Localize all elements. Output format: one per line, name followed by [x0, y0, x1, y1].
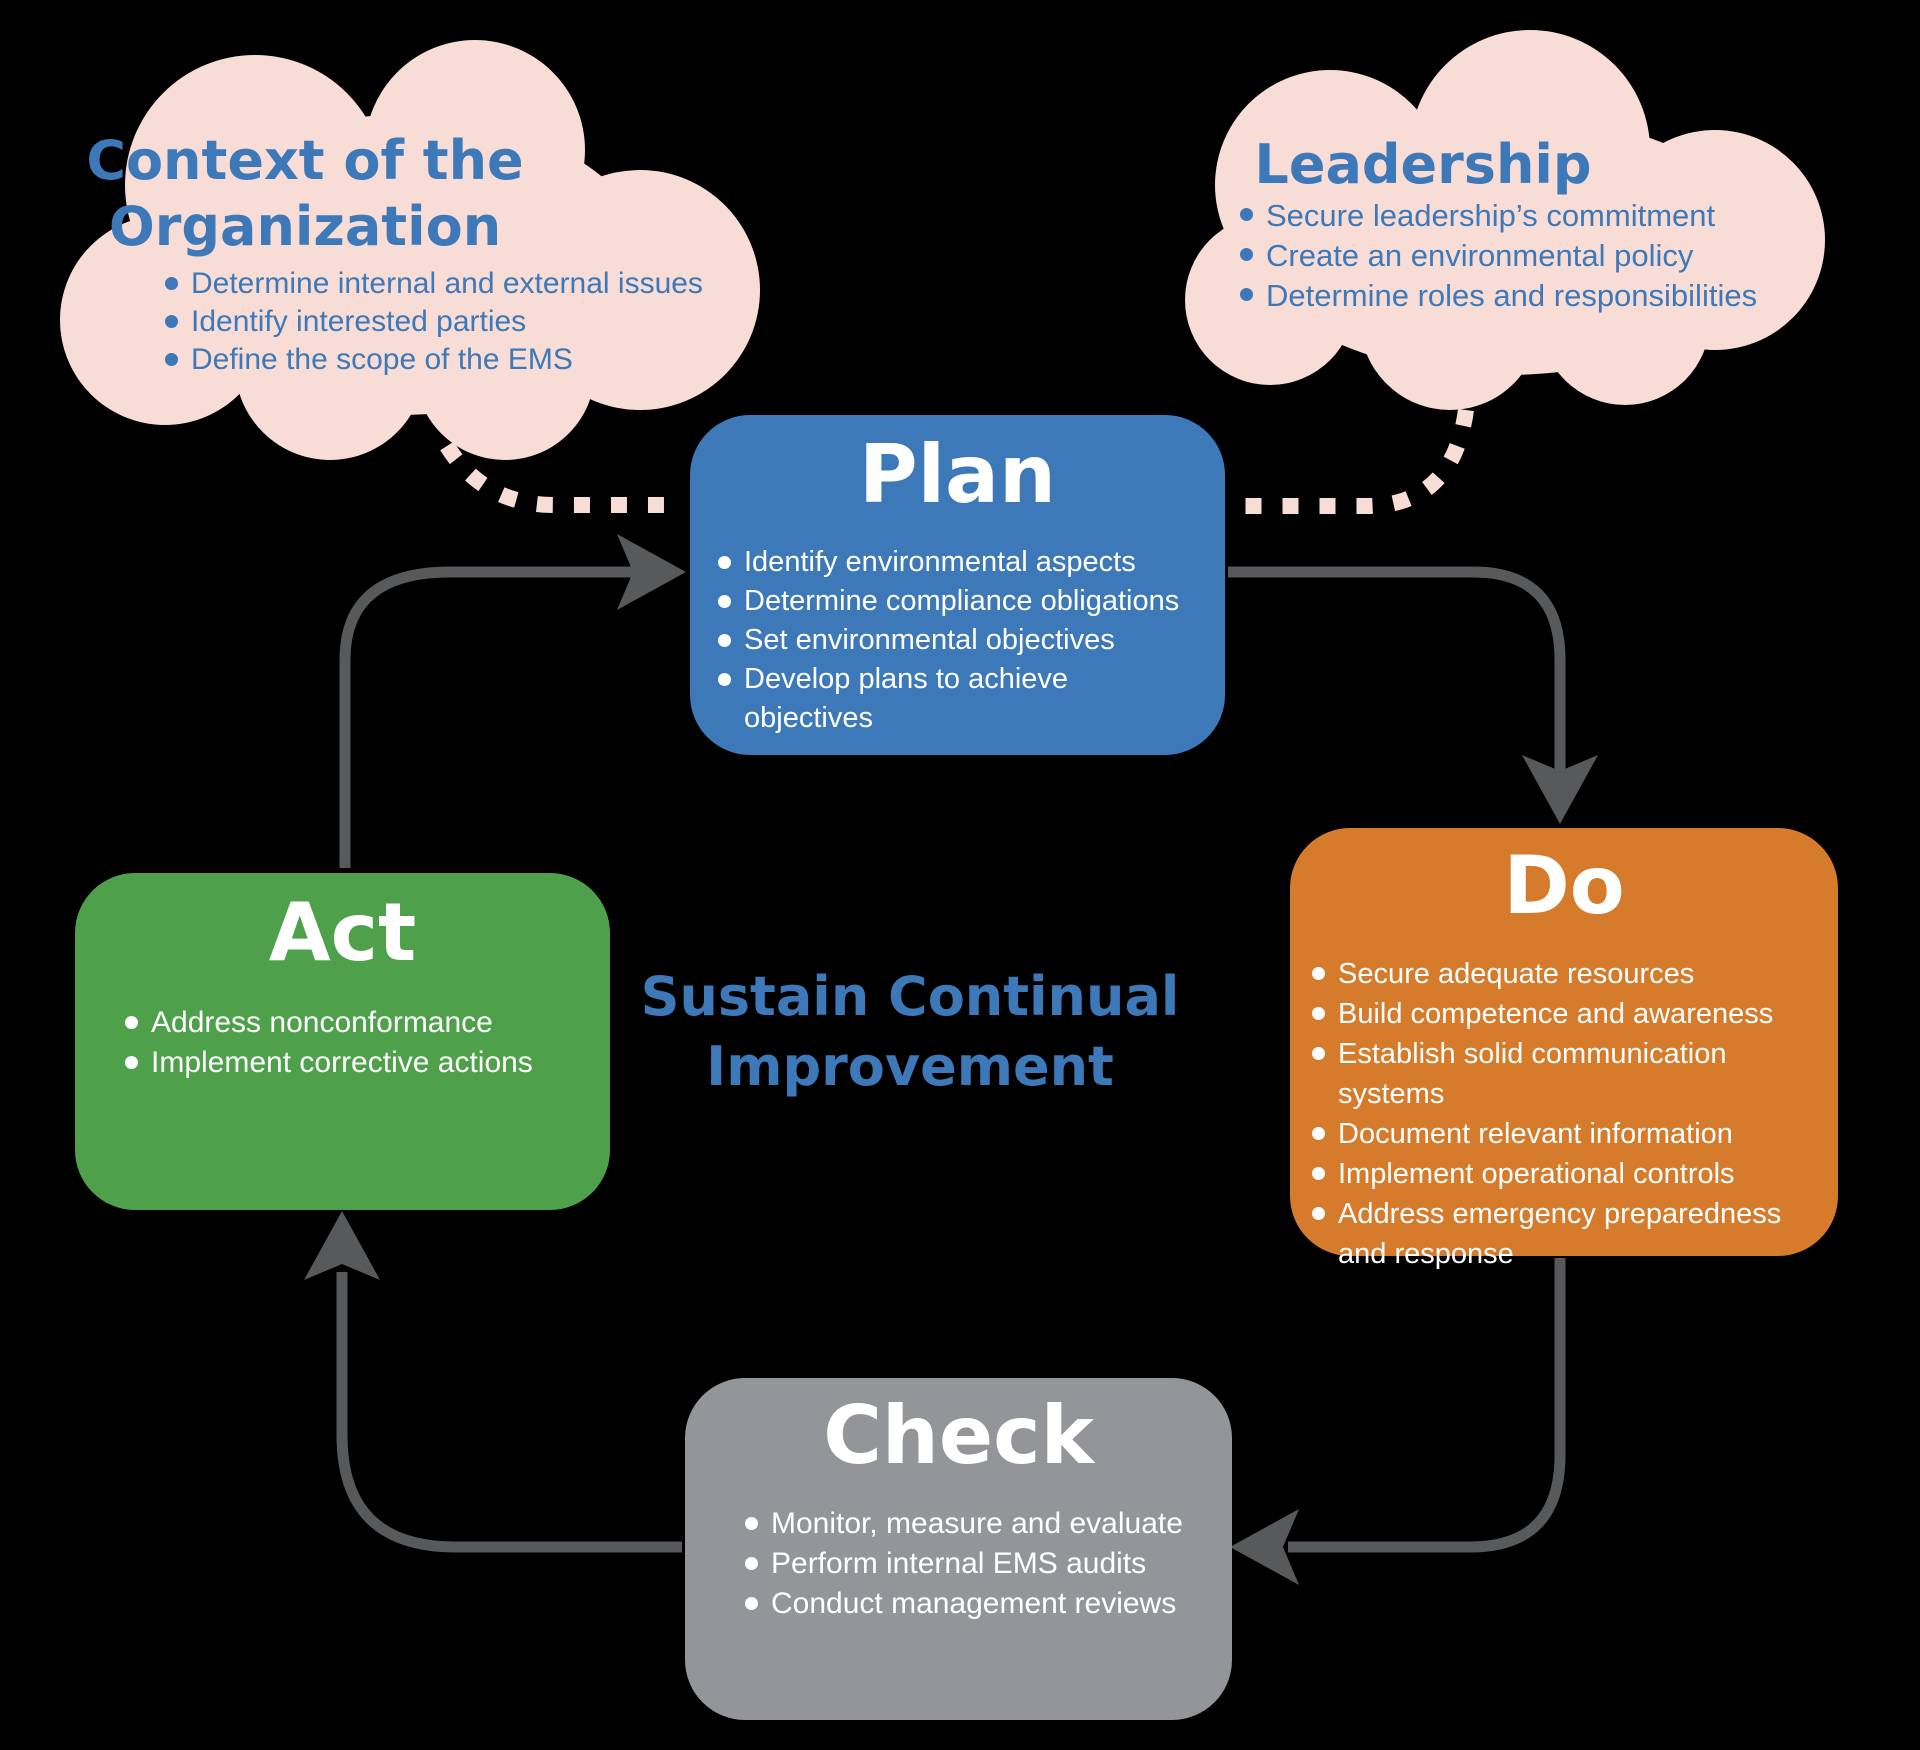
list-item: Create an environmental policy	[1240, 236, 1840, 276]
bullet-dot	[1312, 1207, 1325, 1220]
bullet-dot	[718, 556, 731, 569]
list-item: Build competence and awareness	[1312, 994, 1824, 1034]
bullet-text: Determine internal and external issues	[191, 267, 703, 300]
bullet-dot	[1312, 1127, 1325, 1140]
arrow-plan-to-do-line	[1228, 566, 1566, 778]
list-item: Identify interested parties	[165, 303, 725, 341]
list-item: Secure leadership’s commitment	[1240, 196, 1840, 236]
arrowhead-do-to-check	[1230, 1509, 1299, 1585]
bullet-dot	[1240, 288, 1253, 301]
bullet-text: Secure adequate resources	[1338, 958, 1695, 990]
center-label-line1: Sustain Continual	[640, 965, 1180, 1028]
connector-leadership-to-plan	[1232, 408, 1474, 514]
context-title-line1: Context of the	[86, 129, 524, 192]
list-item: Develop plans to achieve objectives	[718, 660, 1205, 738]
bullet-dot	[718, 595, 731, 608]
bullet-dot	[1312, 967, 1325, 980]
list-item: Secure adequate resources	[1312, 954, 1824, 994]
cycle-arrowheads	[304, 534, 1598, 1585]
cycle-arrows	[336, 566, 1566, 1553]
bullet-dot	[718, 673, 731, 686]
bullet-dot	[745, 1517, 758, 1530]
bullet-text: Implement operational controls	[1338, 1158, 1735, 1190]
bullet-text: Develop plans to achieve objectives	[744, 663, 1069, 734]
context-cloud-bullets: Determine internal and external issues I…	[165, 265, 725, 379]
bullet-dot	[125, 1056, 138, 1069]
bullet-dot	[1240, 208, 1253, 221]
center-label: Sustain Continual Improvement	[630, 962, 1190, 1102]
bullet-dot	[718, 634, 731, 647]
bullet-text: Determine roles and responsibilities	[1266, 278, 1758, 313]
bullet-text: Identify interested parties	[191, 305, 527, 338]
bullet-text: Identify environmental aspects	[744, 546, 1136, 578]
bullet-dot	[1312, 1047, 1325, 1060]
arrowhead-plan-to-do	[1522, 755, 1598, 824]
context-title-line2: Organization	[108, 195, 502, 258]
list-item: Monitor, measure and evaluate	[745, 1504, 1212, 1544]
bullet-text: Address emergency preparedness and respo…	[1338, 1198, 1782, 1270]
act-title: Act	[268, 886, 417, 979]
list-item: Determine compliance obligations	[718, 582, 1205, 621]
do-box: Do Secure adequate resources Build compe…	[1290, 828, 1838, 1270]
list-item: Document relevant information	[1312, 1114, 1824, 1154]
bullet-text: Define the scope of the EMS	[191, 343, 573, 376]
bullet-dot	[1312, 1007, 1325, 1020]
arrowhead-act-to-plan	[617, 534, 686, 610]
do-title: Do	[1503, 839, 1625, 932]
list-item: Implement corrective actions	[125, 1043, 590, 1083]
bullet-text: Establish solid communication systems	[1338, 1038, 1727, 1110]
leadership-cloud-shape	[1185, 30, 1825, 410]
bullet-text: Determine compliance obligations	[744, 585, 1180, 617]
act-box: Act Address nonconformance Implement cor…	[75, 873, 610, 1210]
bullet-dot	[165, 315, 178, 328]
bullet-dot	[745, 1557, 758, 1570]
list-item: Address emergency preparedness and respo…	[1312, 1194, 1824, 1274]
bullet-dot	[1240, 248, 1253, 261]
center-label-line2: Improvement	[706, 1035, 1114, 1098]
list-item: Determine internal and external issues	[165, 265, 725, 303]
bullet-text: Implement corrective actions	[151, 1046, 533, 1079]
bullet-dot	[745, 1597, 758, 1610]
leadership-cloud-title: Leadership	[1254, 133, 1592, 196]
bullet-dot	[165, 277, 178, 290]
list-item: Define the scope of the EMS	[165, 341, 725, 379]
list-item: Implement operational controls	[1312, 1154, 1824, 1194]
list-item: Establish solid communication systems	[1312, 1034, 1824, 1114]
bullet-text: Create an environmental policy	[1266, 238, 1694, 273]
bullet-text: Monitor, measure and evaluate	[771, 1507, 1183, 1540]
arrow-check-to-act-line	[336, 1272, 682, 1553]
arrow-do-to-check-line	[1288, 1258, 1566, 1553]
arrow-act-to-plan-line	[339, 566, 640, 868]
bullet-text: Document relevant information	[1338, 1118, 1733, 1150]
list-item: Set environmental objectives	[718, 621, 1205, 660]
bullet-dot	[125, 1016, 138, 1029]
list-item: Conduct management reviews	[745, 1584, 1212, 1624]
plan-box: Plan Identify environmental aspects Dete…	[690, 415, 1225, 755]
list-item: Identify environmental aspects	[718, 543, 1205, 582]
list-item: Address nonconformance	[125, 1003, 590, 1043]
bullet-dot	[1312, 1167, 1325, 1180]
bullet-text: Build competence and awareness	[1338, 998, 1774, 1030]
arrowhead-check-to-act	[304, 1211, 380, 1280]
plan-title: Plan	[859, 428, 1056, 521]
check-title: Check	[823, 1389, 1094, 1482]
context-cloud-title: Context of the Organization	[80, 128, 530, 260]
bullet-text: Address nonconformance	[151, 1006, 493, 1039]
bullet-dot	[165, 353, 178, 366]
bullet-text: Secure leadership’s commitment	[1266, 198, 1716, 233]
bullet-text: Set environmental objectives	[744, 624, 1115, 656]
leadership-cloud-bullets: Secure leadership’s commitment Create an…	[1240, 196, 1840, 316]
list-item: Perform internal EMS audits	[745, 1544, 1212, 1584]
bullet-text: Conduct management reviews	[771, 1587, 1177, 1620]
check-box: Check Monitor, measure and evaluate Perf…	[685, 1378, 1232, 1720]
list-item: Determine roles and responsibilities	[1240, 276, 1840, 316]
bullet-text: Perform internal EMS audits	[771, 1547, 1147, 1580]
